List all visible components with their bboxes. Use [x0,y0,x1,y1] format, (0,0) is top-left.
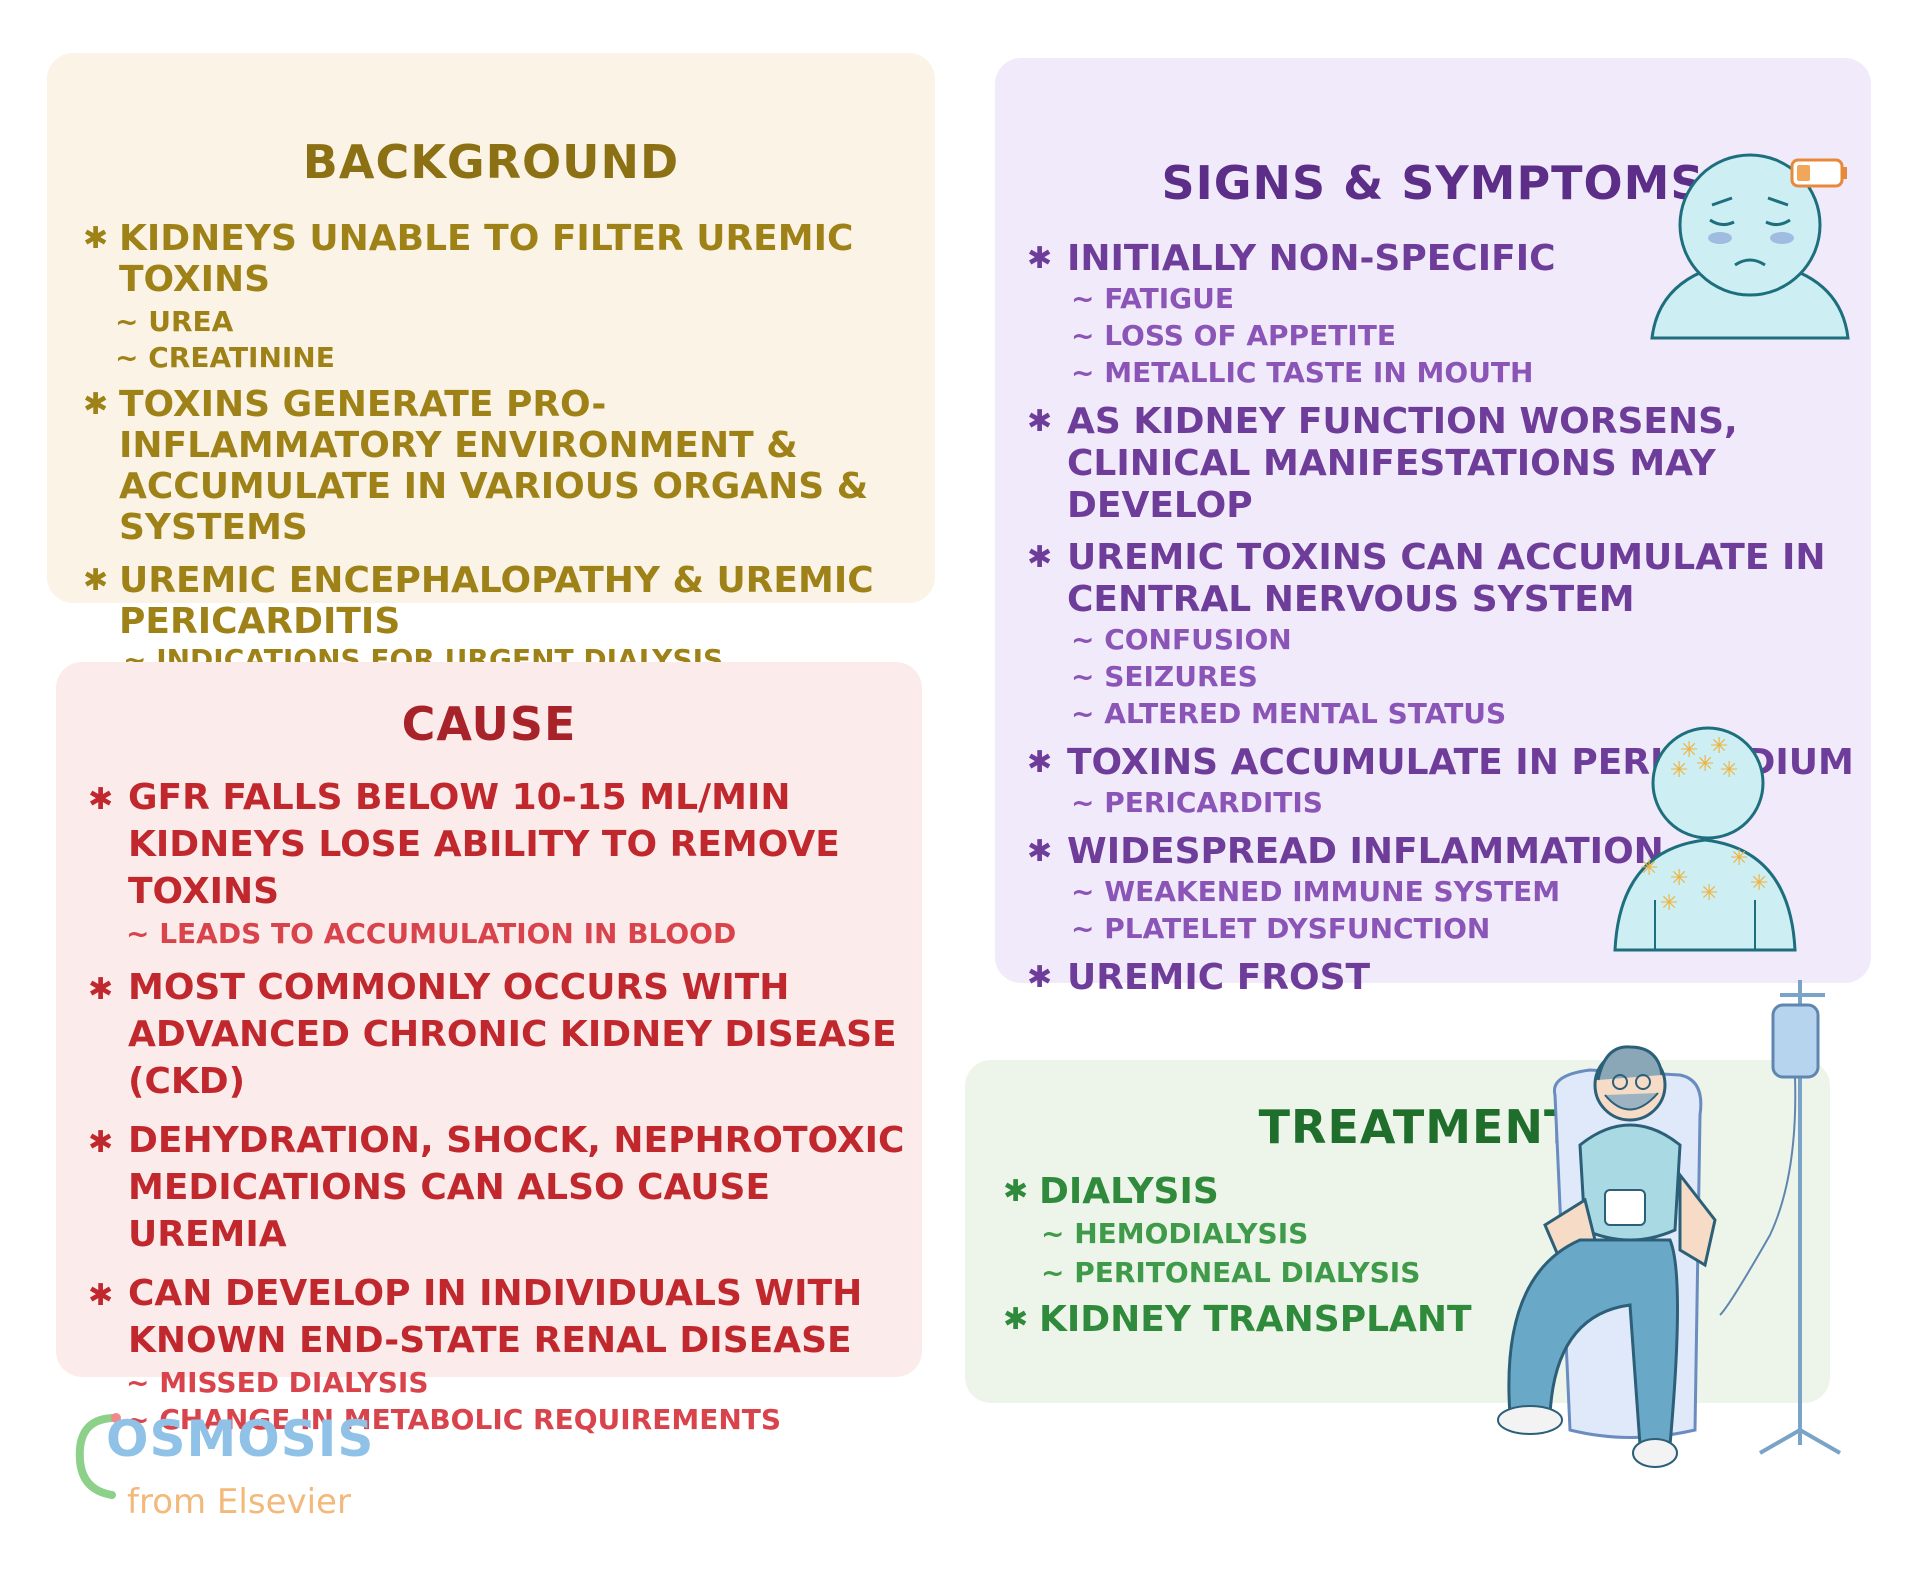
signs-item-5-subs: ~ Weakened immune system ~ Platelet dysf… [1027,873,1867,947]
svg-text:✳: ✳ [1670,866,1688,891]
tired-person-illustration [1650,153,1850,340]
osmosis-logo: OSMOSIS from Elsevier [72,1410,375,1540]
low-battery-icon [1790,158,1847,188]
background-item-2: ✱ Toxins generate pro-inflammatory envir… [83,384,869,548]
asterisk-bullet-icon: ✱ [1027,834,1053,869]
treatment-list: ✱ Dialysis ~ Hemodialysis ~ Peritoneal d… [1003,1170,1563,1342]
background-title: Background [302,135,680,189]
asterisk-bullet-icon: ✱ [1003,1302,1029,1337]
sub-item: ~ Urea [115,305,234,338]
signs-item-6: ✱ Uremic frost [1027,957,1371,998]
sub-item: ~ Hemodialysis [1041,1217,1309,1250]
svg-text:✳: ✳ [1660,891,1678,916]
svg-text:✳: ✳ [1700,881,1718,906]
asterisk-bullet-icon: ✱ [88,1125,114,1160]
signs-item-3-subs: ~ Confusion ~ Seizures ~ Altered mental … [1027,621,1867,732]
background-item-1: ✱ Kidneys unable to filter uremic toxins [83,218,854,300]
signs-list: ✱ Initially non-specific ~ Fatigue ~ Los… [1027,238,1867,999]
cause-item-4-subs: ~ Missed dialysis ~ Change in metabolic … [88,1364,908,1438]
asterisk-bullet-icon: ✱ [83,563,109,598]
sub-item: ~ Weakened immune system [1071,875,1561,908]
cause-item-4: ✱ Can develop in individuals with known … [88,1273,863,1361]
cause-card: Cause ✱ GFR falls below 10-15 mL/min kid… [56,662,922,1436]
osmosis-logo-text: OSMOSIS [106,1410,375,1468]
cause-item-3: ✱ Dehydration, shock, nephrotoxic medica… [88,1120,905,1255]
asterisk-bullet-icon: ✱ [88,972,114,1007]
svg-text:✳: ✳ [1640,856,1658,881]
osmosis-logo-mark-icon [75,1413,121,1499]
sub-item: ~ Missed dialysis [126,1366,429,1399]
cause-item-2: ✱ Most commonly occurs with advanced chr… [88,967,897,1102]
sub-item: ~ Fatigue [1071,282,1234,315]
signs-item-2: ✱ As kidney function worsens, clinical m… [1027,401,1738,526]
asterisk-bullet-icon: ✱ [83,221,109,256]
sub-item: ~ Altered mental status [1071,697,1507,730]
treatment-item-1-subs: ~ Hemodialysis ~ Peritoneal dialysis [1003,1214,1563,1292]
treatment-item-2: ✱ Kidney transplant [1003,1299,1472,1340]
background-card: Background ✱ Kidneys unable to filter ur… [47,53,935,676]
svg-text:✳: ✳ [1696,752,1714,777]
asterisk-bullet-icon: ✱ [1027,745,1053,780]
asterisk-bullet-icon: ✱ [1027,404,1053,439]
asterisk-bullet-icon: ✱ [88,782,114,817]
signs-item-4-subs: ~ Pericarditis [1027,784,1867,821]
signs-item-5: ✱ Widespread inflammation [1027,831,1664,872]
asterisk-bullet-icon: ✱ [83,387,109,422]
signs-title: Signs & Symptoms [1161,156,1705,210]
background-item-1-subs: ~ Urea ~ Creatinine [83,304,913,376]
sub-item: ~ Confusion [1071,623,1292,656]
background-item-3: ✱ Uremic encephalopathy & uremic pericar… [83,560,874,642]
treatment-item-1: ✱ Dialysis [1003,1171,1219,1212]
asterisk-bullet-icon: ✱ [1027,241,1053,276]
osmosis-logo-tagline: from Elsevier [127,1482,351,1522]
cause-list: ✱ GFR falls below 10-15 mL/min kidneys l… [88,774,908,1438]
asterisk-bullet-icon: ✱ [88,1278,114,1313]
sub-item: ~ Leads to accumulation in blood [126,917,737,950]
asterisk-bullet-icon: ✱ [1027,540,1053,575]
signs-item-1-subs: ~ Fatigue ~ Loss of appetite ~ Metallic … [1027,280,1867,391]
cause-item-1: ✱ GFR falls below 10-15 mL/min kidneys l… [88,777,840,912]
svg-text:✳: ✳ [1720,758,1738,783]
asterisk-bullet-icon: ✱ [1027,960,1053,995]
signs-item-1: ✱ Initially non-specific [1027,238,1556,279]
sub-item: ~ Creatinine [115,341,335,374]
sub-item: ~ Change in metabolic requirements [126,1403,782,1436]
svg-text:✳: ✳ [1730,846,1748,871]
uremic-frost-illustration: ✳✳✳ ✳✳ ✳✳✳ ✳✳✳ [1613,726,1797,952]
background-list: ✱ Kidneys unable to filter uremic toxins… [83,218,913,678]
cause-item-1-subs: ~ Leads to accumulation in blood [88,915,908,952]
sub-item: ~ Loss of appetite [1071,319,1396,352]
svg-text:✳: ✳ [1750,871,1768,896]
asterisk-bullet-icon: ✱ [1003,1174,1029,1209]
sub-item: ~ Pericarditis [1071,786,1323,819]
sub-item: ~ Seizures [1071,660,1258,693]
svg-text:✳: ✳ [1710,734,1728,759]
sub-item: ~ Metallic taste in mouth [1071,356,1534,389]
svg-text:✳: ✳ [1680,738,1698,763]
sub-item: ~ Platelet dysfunction [1071,912,1491,945]
treatment-title: Treatment [1258,1100,1577,1154]
svg-text:✳: ✳ [1670,758,1688,783]
signs-item-3: ✱ Uremic toxins can accumulate in centra… [1027,537,1826,620]
dialysis-patient-illustration [1497,980,1841,1468]
sub-item: ~ Peritoneal dialysis [1041,1256,1421,1289]
cause-title: Cause [401,697,577,751]
